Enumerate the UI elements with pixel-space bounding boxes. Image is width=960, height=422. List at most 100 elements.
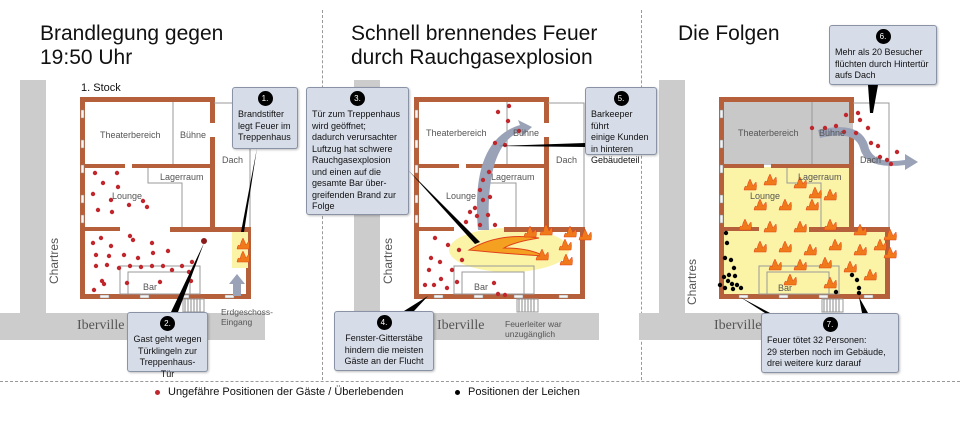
guest-dot — [169, 267, 175, 273]
wall-top — [414, 97, 548, 102]
stairwell-fire-zone — [232, 232, 248, 268]
flame-icon — [753, 240, 767, 253]
room-roof-p2: Dach — [556, 155, 578, 165]
guest-dot — [888, 161, 894, 167]
guest-dot — [444, 285, 450, 291]
callout-6-pointer — [868, 85, 878, 113]
callout-number: 5. — [613, 91, 629, 106]
street-chartres-p1: Chartres — [47, 237, 61, 284]
legend-guests-label: Ungefähre Positionen der Gäste / Überleb… — [168, 386, 404, 398]
callout-text: Fenster-Gitterstäbe hindern die meisten … — [344, 333, 424, 366]
guest-dot — [101, 281, 107, 287]
guest-dot — [833, 123, 839, 129]
body-dot — [849, 272, 855, 278]
window — [818, 294, 829, 299]
guest-dot — [505, 118, 511, 124]
flame-icon — [793, 258, 807, 271]
window — [80, 139, 85, 149]
guest-dot — [115, 184, 121, 190]
room-storage-p1: Lagerraum — [160, 172, 204, 182]
guest-dot — [853, 130, 859, 136]
flame-icon — [823, 188, 837, 201]
wall-mid-right — [771, 164, 853, 168]
guest-dot — [95, 207, 101, 213]
guest-dot — [127, 263, 133, 269]
guest-dot — [98, 235, 104, 241]
callout-text: Feuer tötet 32 Personen: 29 sterben noch… — [767, 335, 886, 368]
flame-icon — [768, 258, 782, 271]
flame-icon — [236, 237, 250, 250]
street-vertical — [20, 80, 46, 335]
room-lounge-p3: Lounge — [750, 191, 781, 201]
callout-number: 7. — [822, 317, 838, 332]
floor-label: 1. Stock — [81, 82, 121, 94]
guest-dot — [90, 191, 96, 197]
body-dot — [833, 289, 839, 295]
legend-guests: Ungefähre Positionen der Gäste / Überleb… — [155, 386, 403, 398]
guest-dot — [127, 233, 133, 239]
callout-number: 4. — [376, 315, 392, 330]
flame-icon — [808, 186, 822, 199]
flame-icon — [873, 238, 887, 251]
wall-mid-right — [132, 164, 214, 168]
guest-dot — [822, 125, 828, 131]
body-dot — [722, 285, 728, 291]
roof-outline — [853, 102, 890, 227]
flame-icon — [883, 246, 897, 259]
window — [719, 194, 724, 204]
guest-dot — [165, 248, 171, 254]
guest-dot — [130, 237, 136, 243]
flame-icon — [803, 243, 817, 256]
callout-number: 2. — [160, 316, 175, 331]
callout-5-pointer — [498, 143, 585, 147]
callout-7: 7. Feuer tötet 32 Personen: 29 sterben n… — [761, 313, 899, 373]
bar-inner — [461, 271, 525, 295]
guest-dot — [135, 255, 141, 261]
callout-4-pointer — [404, 296, 428, 311]
guest-dot — [445, 242, 451, 248]
room-roof-p1: Dach — [222, 155, 244, 165]
guest-dot — [104, 262, 110, 268]
panel-separator-2 — [641, 10, 642, 380]
wall-right-upper — [544, 97, 549, 123]
window — [80, 194, 85, 204]
guest-dot — [422, 282, 428, 288]
window — [719, 214, 724, 224]
window — [139, 294, 150, 299]
guest-dot — [495, 291, 501, 297]
guest-dot — [495, 109, 501, 115]
guest-dot — [150, 250, 156, 256]
flame-icon — [539, 223, 553, 236]
callout-text: Gast geht wegen Türklingeln zur Treppenh… — [133, 334, 202, 379]
guest-dot — [502, 292, 508, 298]
guest-dot — [100, 180, 106, 186]
fire-escape-note: Feuerleiter war unzugänglich — [505, 319, 562, 339]
callout-number: 1. — [257, 91, 273, 106]
guest-dot — [868, 140, 874, 146]
wall-lower-left — [414, 227, 454, 231]
body-dot — [726, 272, 732, 278]
flame-icon — [763, 220, 777, 233]
wall-right-upper — [849, 97, 854, 123]
body-dot — [732, 273, 738, 279]
flame-icon — [818, 256, 832, 269]
guest-dot — [877, 154, 883, 160]
wall-mid-right — [466, 164, 548, 168]
guest-dot — [477, 222, 483, 228]
window — [80, 214, 85, 224]
window — [414, 139, 419, 149]
guest-dot — [894, 149, 900, 155]
flame-icon — [853, 223, 867, 236]
body-dot — [729, 281, 735, 287]
black-dot-icon — [455, 389, 460, 395]
flame-icon — [778, 198, 792, 211]
panel1-title: Brandlegung gegen 19:50 Uhr — [40, 22, 224, 69]
window — [863, 294, 874, 299]
callout-number: 6. — [875, 29, 891, 44]
window — [80, 109, 85, 119]
guest-dot — [121, 252, 127, 258]
guest-dot — [160, 263, 166, 269]
guest-dot — [492, 140, 498, 146]
body-dot — [717, 282, 723, 288]
flame-icon — [778, 240, 792, 253]
